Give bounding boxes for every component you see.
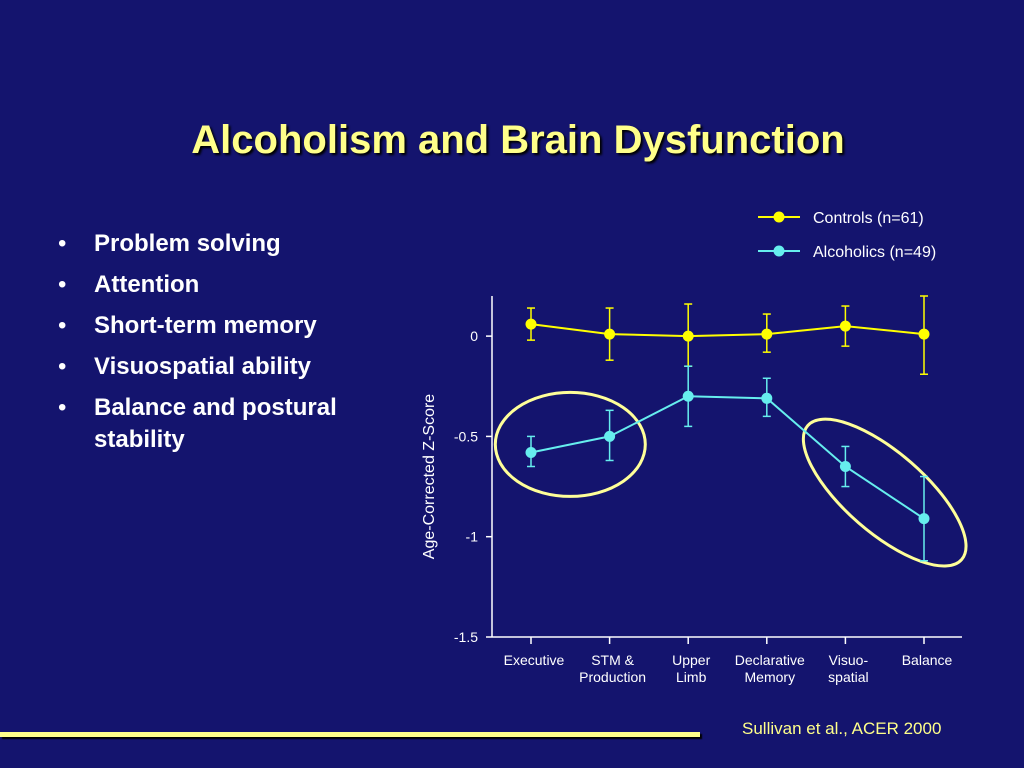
bottom-divider [0,732,700,737]
x-tick-label: Production [579,669,646,685]
controls-data-point [761,328,773,340]
bullet-item: • Attention [58,269,424,301]
bullet-text: Balance and postural stability [94,394,337,453]
x-tick-label: Visuo- [829,652,869,668]
bullet-text: Attention [94,271,200,298]
x-tick-label: Memory [745,669,796,685]
alcoholics-data-point [761,392,773,404]
controls-series-line [530,323,925,338]
controls-data-point [682,330,694,342]
highlight-ellipse-visuospatial-balance [801,417,968,568]
alcoholics-data-point [604,430,616,442]
bullet-item: • Problem solving [58,228,424,260]
slide-title: Alcoholism and Brain Dysfunction [191,118,845,162]
bullet-text: Problem solving [94,230,281,257]
legend-marker-alcoholics [773,245,785,257]
bullet-item: • Short-term memory [58,310,424,342]
bullet-glyph: • [58,353,67,380]
y-tick-label: -1.5 [454,629,478,645]
x-tick-label: Upper [672,652,710,668]
y-tick-label: 0 [470,328,478,344]
alcoholics-data-point [839,461,851,472]
x-tick-label: STM & [591,652,634,668]
x-tick-label: Executive [504,652,565,668]
y-tick-label: -1 [466,529,479,545]
alcoholics-data-point [918,513,930,525]
bullet-item: • Visuospatial ability [58,351,424,383]
x-tick-label: spatial [828,669,868,685]
controls-data-point [918,328,930,340]
highlight-ellipse-executive-stm [493,390,647,498]
alcoholics-series-line [530,395,925,520]
bullet-text: Short-term memory [94,312,317,339]
alcoholics-data-point [682,390,694,402]
controls-data-point [604,328,616,340]
bullet-text: Visuospatial ability [94,353,311,380]
legend-label-controls: Controls (n=61) [813,210,924,227]
x-tick-label: Balance [902,652,953,668]
legend-marker-controls [773,211,785,223]
bullet-glyph: • [58,312,67,339]
bullet-glyph: • [58,394,67,421]
bullet-glyph: • [58,271,67,298]
legend-label-alcoholics: Alcoholics (n=49) [813,244,936,261]
bullet-item: • Balance and postural stability [58,392,424,456]
bullet-list: • Problem solving • Attention • Short-term … [58,228,424,465]
controls-data-point [525,318,537,330]
alcoholics-data-point [525,446,537,458]
x-tick-label: Limb [676,669,707,685]
controls-data-point [839,320,851,332]
bullet-glyph: • [58,230,67,257]
x-tick-label: Declarative [735,652,805,668]
y-tick-label: -0.5 [454,428,478,444]
citation: Sullivan et al., ACER 2000 [742,719,942,738]
y-axis-label: Age-Corrected Z-Score [421,394,438,559]
